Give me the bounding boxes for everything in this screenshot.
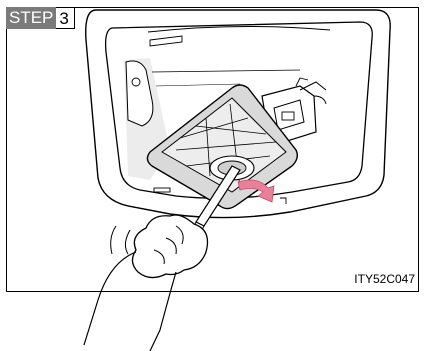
step-label: STEP 3 [6, 7, 75, 29]
figure-code: ITY52C047 [354, 272, 415, 286]
step-number: 3 [56, 7, 74, 29]
step-word: STEP [6, 7, 56, 29]
hand-icon [84, 215, 208, 351]
housing-group [86, 10, 391, 218]
